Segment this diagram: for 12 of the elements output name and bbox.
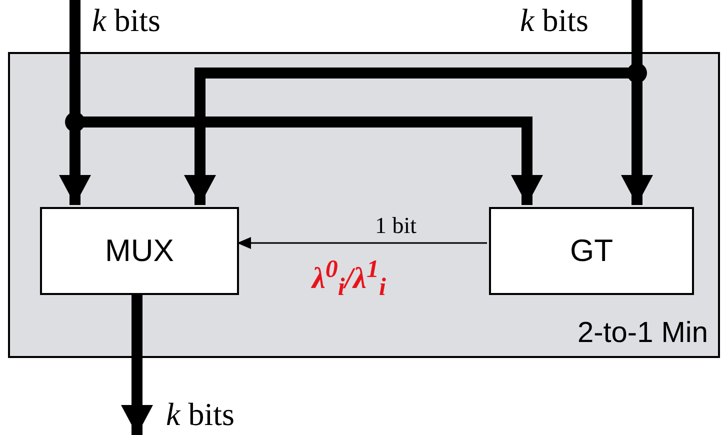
width-label: k bits bbox=[166, 396, 234, 433]
module-box bbox=[8, 52, 720, 358]
block-box bbox=[40, 207, 239, 295]
arrow bbox=[237, 237, 487, 249]
arrow bbox=[121, 293, 153, 435]
block-box bbox=[489, 207, 694, 295]
edge-label: 1 bit bbox=[375, 213, 417, 239]
module-name: 2-to-1 Min bbox=[577, 317, 708, 350]
block-name: MUX bbox=[105, 233, 174, 269]
width-label: k bits bbox=[92, 2, 160, 39]
block-name: GT bbox=[570, 233, 614, 269]
width-label: k bits bbox=[520, 2, 588, 39]
